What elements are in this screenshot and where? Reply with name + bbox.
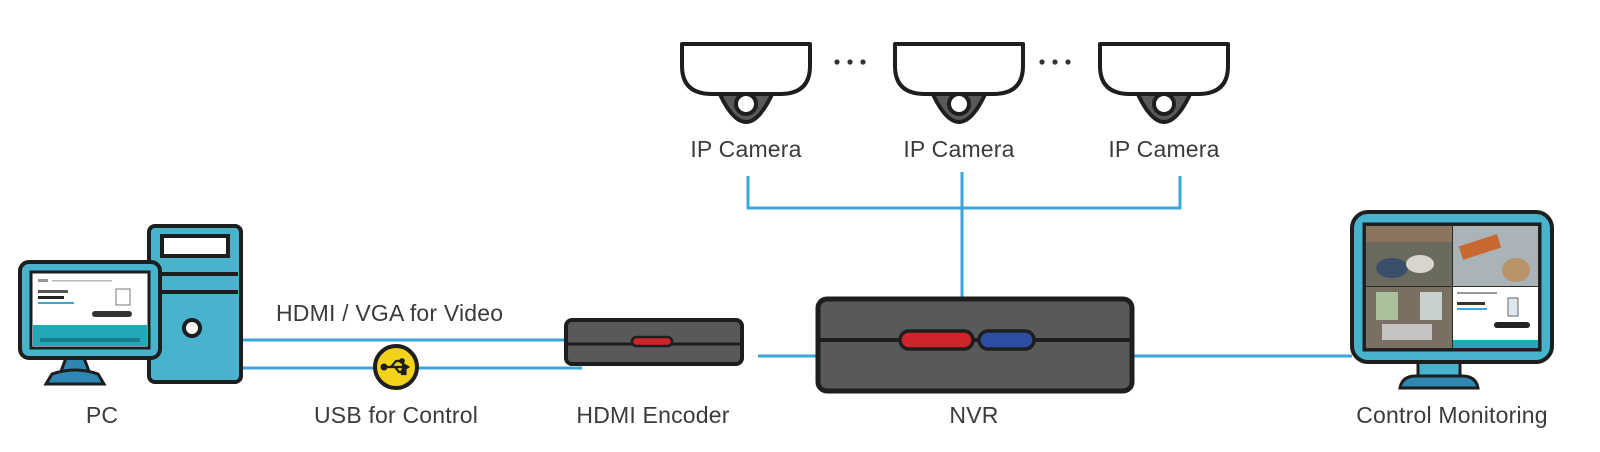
ip-camera-1 [680,42,812,124]
connectors [242,172,1352,370]
camera-ellipsis-1 [834,59,866,65]
nvr-label: NVR [949,402,999,428]
camera-ellipsis-2 [1039,59,1071,65]
pc-tower [147,224,243,384]
usb-icon [373,344,419,390]
camera-lens [1152,92,1176,116]
nvr-device [815,296,1135,394]
monitor-base [1398,374,1480,390]
camera-bus-line [746,176,1182,210]
nvr-led-red [898,329,975,351]
power-button [182,318,202,338]
ip-camera-3 [1098,42,1230,124]
drive-bay [160,234,230,258]
pc-monitor [18,260,162,386]
control-monitoring-label: Control Monitoring [1356,402,1548,428]
camera-housing [680,42,812,96]
control-monitor [1350,210,1554,390]
encoder-status-led [630,335,674,348]
ip-camera-1-label: IP Camera [690,136,802,162]
pc-label: PC [85,402,119,428]
ip-camera-2-label: IP Camera [903,136,1015,162]
camera-housing [1098,42,1230,96]
nvr-led-blue [977,329,1036,351]
video-link-label: HDMI / VGA for Video [276,300,504,326]
usb-link-label: USB for Control [313,402,479,428]
ip-camera-2 [893,42,1025,124]
ip-camera-3-label: IP Camera [1108,136,1220,162]
hdmi-encoder-device [564,318,744,366]
camera-lens [734,92,758,116]
feed-4 [1453,287,1538,348]
hdmi-encoder-label: HDMI Encoder [576,402,730,428]
camera-lens [947,92,971,116]
camera-housing [893,42,1025,96]
